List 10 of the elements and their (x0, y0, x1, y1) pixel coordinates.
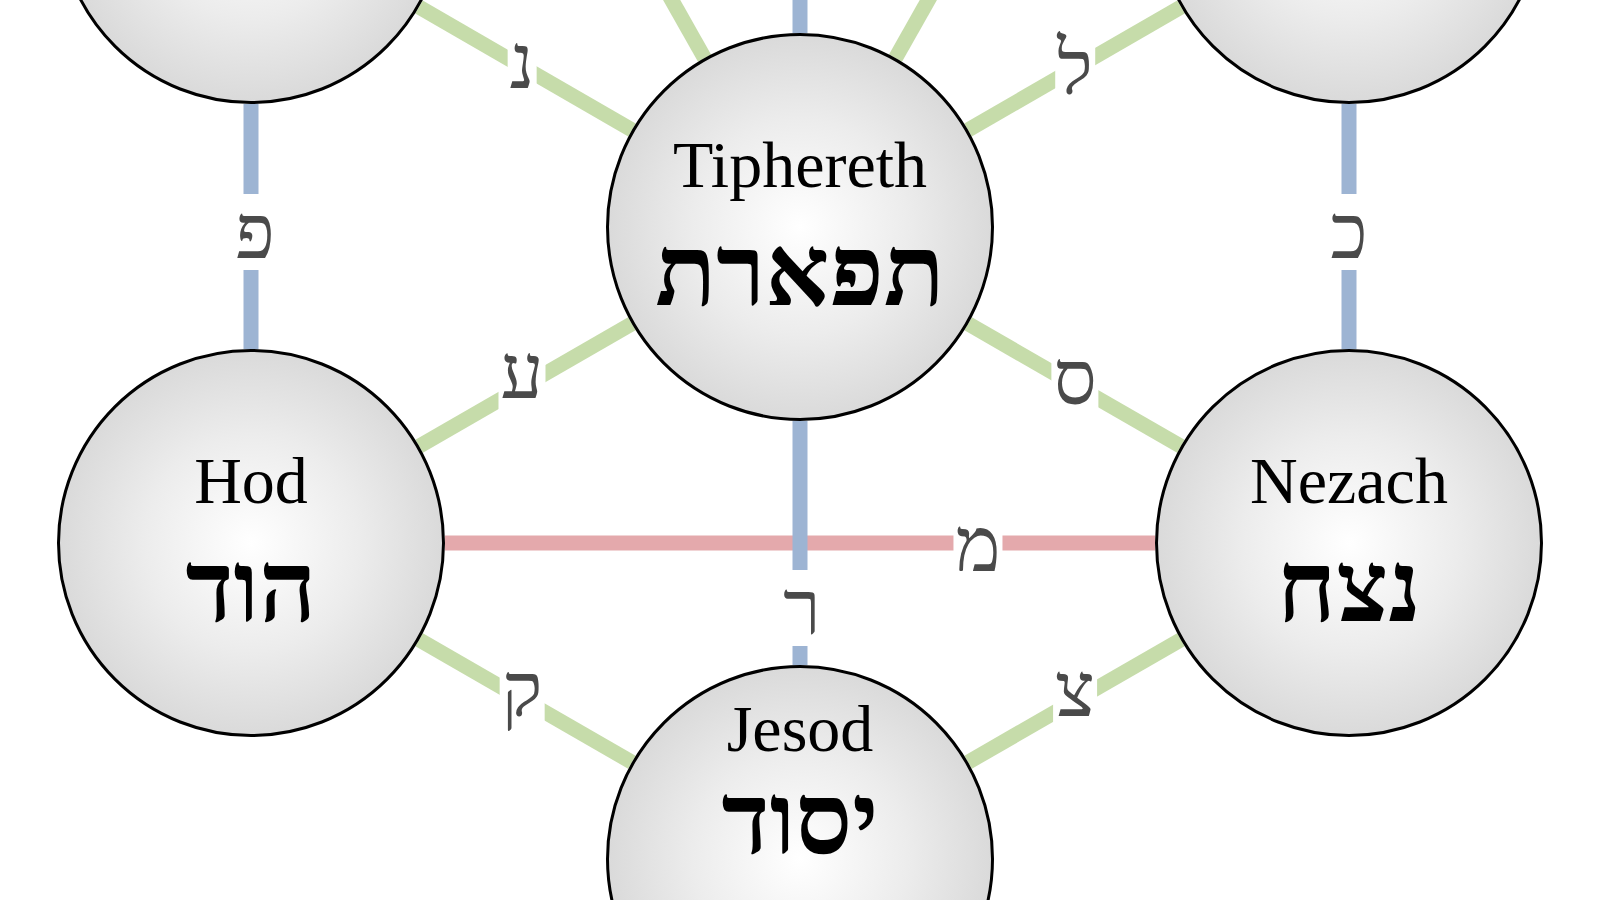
connector-line (415, 0, 636, 137)
hebrew-name: נצח (1276, 538, 1422, 638)
hebrew-name: יסוד (721, 770, 879, 870)
connector-line (445, 535, 1155, 551)
hebrew-name: תפארת (655, 222, 945, 322)
node-title: Jesod (726, 696, 874, 762)
hebrew-name: הוד (185, 538, 317, 638)
connector-line (792, 0, 808, 33)
node-title: Hod (194, 448, 308, 514)
node-title: Nezach (1250, 448, 1448, 514)
